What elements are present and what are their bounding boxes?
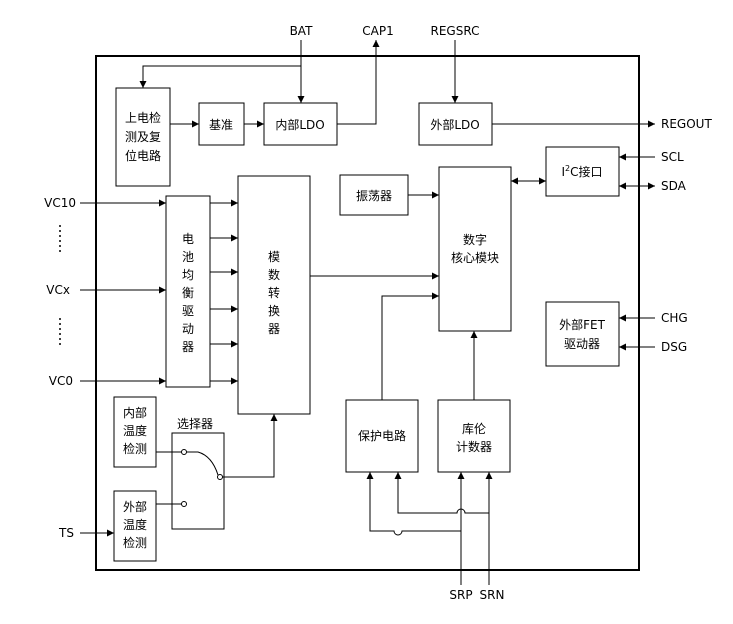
pin-sda-label: SDA: [661, 179, 687, 193]
external-temp-line-1: 外部: [123, 499, 147, 514]
digital-core-line-2: 核心模块: [451, 251, 499, 265]
pin-vc10-label: VC10: [44, 196, 76, 210]
internal-temp-line-3: 检测: [123, 441, 147, 456]
por-line-3: 位电路: [125, 148, 161, 163]
i2c-block: I2C接口: [545, 146, 620, 197]
coulomb-counter-block: 库伦 计数器: [437, 399, 511, 473]
adc-char-4: 换: [268, 304, 280, 318]
internal-temp-line-2: 温度: [123, 423, 147, 438]
adc-char-2: 数: [268, 267, 280, 282]
selector-label: 选择器: [177, 417, 213, 431]
digital-core-block: 数字 核心模块: [438, 166, 512, 332]
fet-driver-block: 外部FET 驱动器: [545, 301, 620, 367]
oscillator-label: 振荡器: [356, 189, 392, 203]
internal-ldo-block: 内部LDO: [263, 102, 338, 146]
balance-char-5: 驱: [182, 304, 194, 318]
reference-block: 基准: [198, 102, 245, 146]
internal-ldo-label: 内部LDO: [275, 117, 324, 132]
external-temp-block: 外部 温度 检测: [113, 490, 157, 562]
selector-switch-arm: [186, 451, 219, 476]
chip-outline: [95, 55, 640, 571]
pin-labels: BAT CAP1 REGSRC REGOUT SCL SDA CHG DSG V…: [44, 24, 712, 602]
pin-srp-label: SRP: [449, 588, 472, 602]
balance-driver-block: 电 池 均 衡 驱 动 器: [165, 195, 211, 388]
pin-regsrc-label: REGSRC: [431, 24, 480, 38]
i2c-label: I2C接口: [561, 164, 602, 179]
pin-srn-label: SRN: [480, 588, 505, 602]
balance-char-4: 衡: [182, 286, 194, 300]
protection-block: 保护电路: [345, 399, 419, 473]
wires: [59, 40, 655, 585]
external-temp-line-2: 温度: [123, 517, 147, 532]
selector-block: 选择器: [171, 417, 225, 530]
internal-temp-block: 内部 温度 检测: [113, 396, 157, 468]
external-ldo-label: 外部LDO: [430, 117, 479, 132]
protection-label: 保护电路: [358, 428, 406, 443]
coulomb-line-2: 计数器: [456, 439, 492, 454]
external-ldo-block: 外部LDO: [418, 102, 493, 146]
reference-label: 基准: [209, 118, 233, 132]
balance-char-3: 均: [182, 268, 194, 282]
pin-scl-label: SCL: [661, 150, 684, 164]
balance-char-1: 电: [182, 232, 194, 246]
external-temp-line-3: 检测: [123, 535, 147, 550]
por-block: 上电检 测及复 位电路: [115, 87, 171, 187]
pin-ts-label: TS: [58, 526, 74, 540]
oscillator-block: 振荡器: [339, 174, 409, 216]
coulomb-line-1: 库伦: [462, 421, 486, 436]
fet-driver-line-1: 外部FET: [559, 317, 605, 332]
fet-driver-line-2: 驱动器: [564, 337, 600, 351]
por-line-1: 上电检: [125, 110, 161, 125]
por-line-2: 测及复: [125, 130, 161, 144]
balance-char-7: 器: [182, 340, 194, 354]
adc-char-1: 模: [268, 250, 280, 264]
pin-regout-label: REGOUT: [661, 117, 712, 131]
pin-chg-label: CHG: [661, 311, 688, 325]
balance-char-6: 动: [182, 322, 194, 336]
adc-block: 模 数 转 换 器: [237, 175, 311, 415]
adc-char-3: 转: [268, 285, 280, 300]
adc-char-5: 器: [268, 322, 280, 336]
pin-cap1-label: CAP1: [362, 24, 393, 38]
pin-dsg-label: DSG: [661, 340, 687, 354]
pin-vc0-label: VC0: [49, 374, 73, 388]
pin-bat-label: BAT: [290, 24, 314, 38]
internal-temp-line-1: 内部: [123, 405, 147, 420]
balance-char-2: 池: [182, 250, 194, 264]
digital-core-line-1: 数字: [463, 232, 487, 247]
pin-vcx-label: VCx: [46, 283, 70, 297]
